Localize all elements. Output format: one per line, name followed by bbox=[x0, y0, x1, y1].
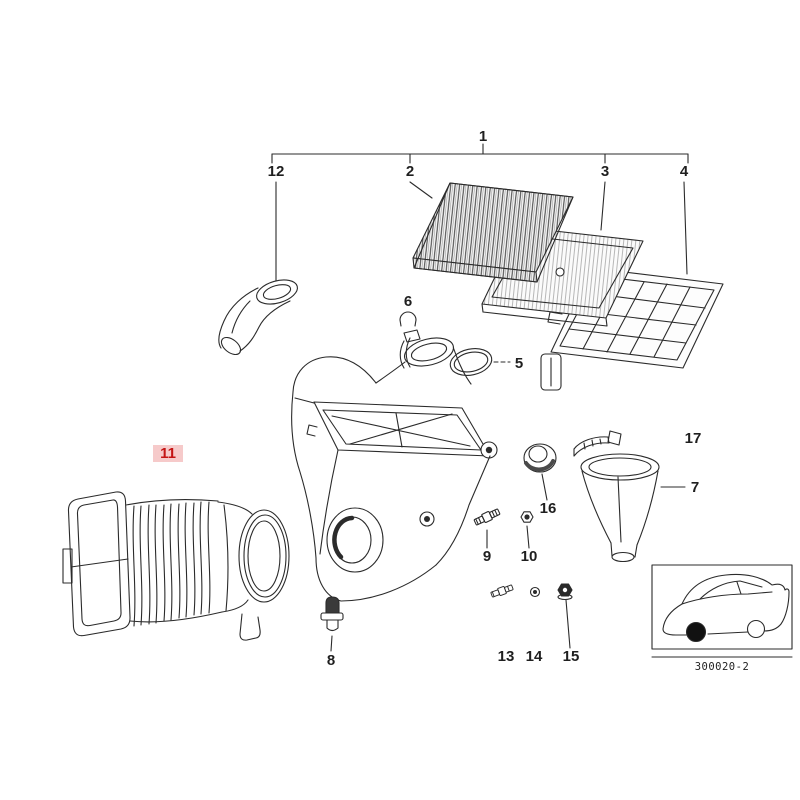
part-drawing-intake-funnel bbox=[580, 453, 660, 563]
part-drawing-bushing bbox=[523, 443, 557, 473]
callout-label-7[interactable]: 7 bbox=[691, 479, 699, 496]
part-drawing-dark-nut bbox=[557, 583, 573, 601]
part-drawing-silencer-housing bbox=[291, 329, 498, 602]
callout-label-17[interactable]: 17 bbox=[685, 430, 702, 447]
car-thumbnail-icon bbox=[651, 564, 793, 658]
callout-label-15[interactable]: 15 bbox=[563, 648, 580, 665]
callout-label-3[interactable]: 3 bbox=[601, 163, 609, 180]
part-drawing-sleeve bbox=[529, 586, 541, 598]
callout-label-6[interactable]: 6 bbox=[404, 293, 412, 310]
callout-label-10[interactable]: 10 bbox=[521, 548, 538, 565]
part-drawing-clip bbox=[399, 311, 417, 327]
drawing-code: 300020-2 bbox=[695, 661, 750, 673]
callout-label-5[interactable]: 5 bbox=[515, 355, 523, 372]
callout-label-9[interactable]: 9 bbox=[483, 548, 491, 565]
part-drawing-hose-clamp bbox=[573, 430, 622, 457]
callout-11-highlight bbox=[153, 445, 183, 462]
callout-label-8[interactable]: 8 bbox=[327, 652, 335, 669]
part-drawing-nut bbox=[520, 511, 534, 523]
callout-label-11-highlighted[interactable]: 11 bbox=[160, 445, 176, 462]
callout-label-13[interactable]: 13 bbox=[498, 648, 515, 665]
callout-label-1[interactable]: 1 bbox=[479, 128, 487, 145]
part-drawing-grommet bbox=[320, 596, 344, 632]
callout-label-4[interactable]: 4 bbox=[680, 163, 689, 180]
part-drawing-small-stud bbox=[490, 584, 514, 598]
part-drawing-intake-duct bbox=[62, 491, 290, 641]
part-drawing-elbow-hose bbox=[218, 279, 298, 356]
part-drawing-pleated-filter bbox=[412, 182, 574, 283]
callout-label-14[interactable]: 14 bbox=[526, 648, 543, 665]
callout-label-16[interactable]: 16 bbox=[540, 500, 557, 517]
callout-label-2[interactable]: 2 bbox=[406, 163, 414, 180]
callout-leader-lines bbox=[271, 143, 689, 652]
part-drawing-o-ring bbox=[449, 348, 493, 376]
callout-labels: 1 12 2 3 4 6 5 17 7 16 9 10 11 8 13 14 1… bbox=[153, 128, 749, 673]
callout-label-12[interactable]: 12 bbox=[268, 163, 285, 180]
part-drawing-stud bbox=[473, 508, 501, 526]
